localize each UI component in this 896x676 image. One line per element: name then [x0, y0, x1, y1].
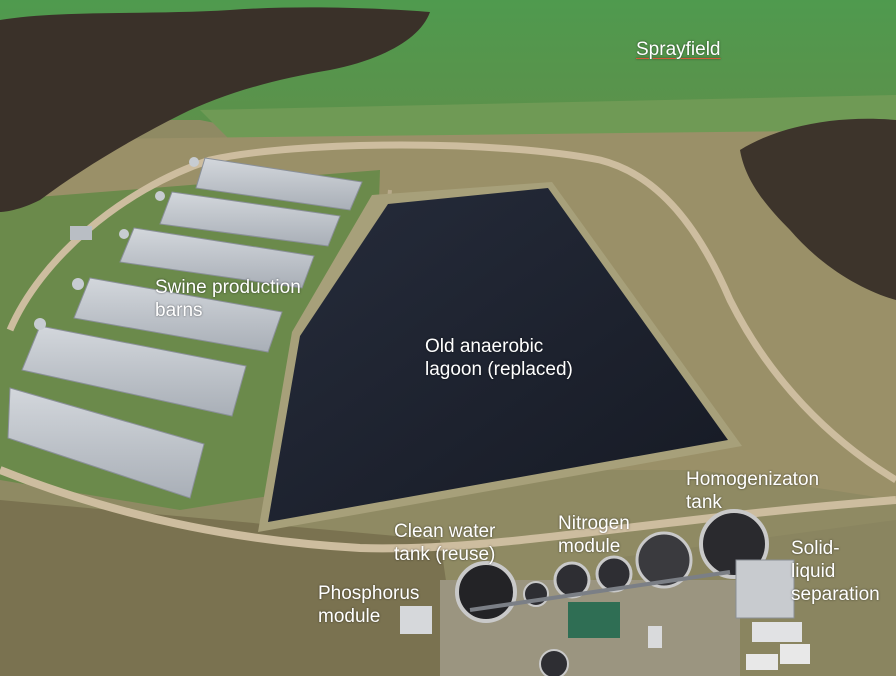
separation-building — [735, 559, 795, 619]
barn-2 — [159, 191, 341, 247]
swine-barns — [7, 157, 363, 499]
barn-4 — [73, 277, 283, 353]
tank-bottom — [539, 649, 569, 676]
clean-water-tank — [455, 561, 517, 623]
treatment-plant — [400, 509, 810, 676]
silo — [34, 318, 46, 330]
anaerobic-lagoon — [268, 188, 728, 522]
vehicle — [648, 626, 662, 648]
tank-small — [595, 555, 633, 593]
forest-left — [0, 7, 430, 212]
lower-road — [0, 466, 896, 553]
barn-5 — [21, 325, 247, 417]
forest-right — [740, 118, 896, 300]
barn-3 — [119, 227, 315, 289]
barn-1 — [195, 157, 363, 211]
perimeter-road — [6, 141, 896, 483]
truck — [746, 654, 778, 670]
trailer — [752, 622, 802, 642]
green-building — [568, 602, 620, 638]
small-shed — [70, 226, 92, 240]
silo — [119, 229, 129, 239]
silo — [189, 157, 199, 167]
pipe-bridge — [469, 570, 731, 612]
phosphorus-building — [400, 606, 432, 634]
tank-medium — [635, 531, 693, 589]
truck — [780, 644, 810, 664]
silo — [155, 191, 165, 201]
silo — [72, 278, 84, 290]
barn-6 — [7, 387, 205, 499]
